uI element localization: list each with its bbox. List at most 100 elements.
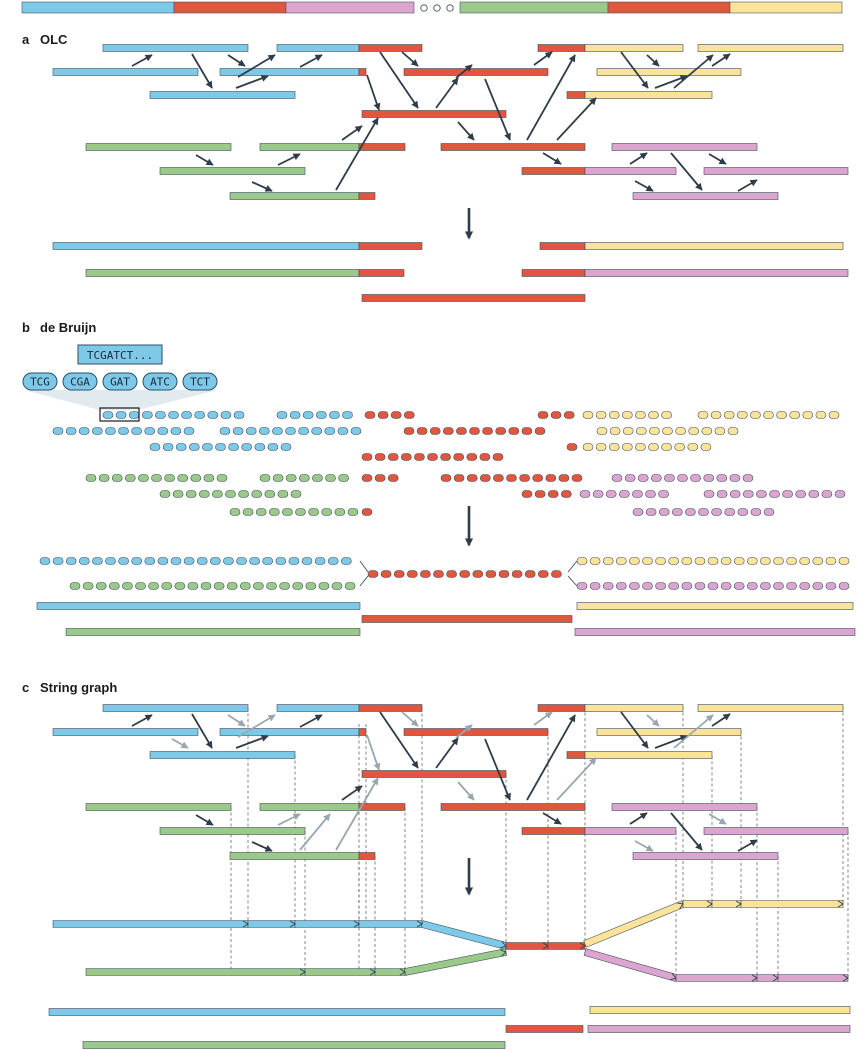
read-segment bbox=[52, 242, 360, 250]
kmer-pill bbox=[746, 557, 758, 565]
transitive-arrow bbox=[457, 781, 475, 801]
kmer-pill bbox=[776, 411, 787, 419]
edge-arrowhead bbox=[751, 974, 758, 982]
kmer-pill bbox=[828, 411, 840, 419]
kmer-pill bbox=[255, 508, 267, 516]
kmer-pill bbox=[547, 490, 559, 498]
transitive-arrow bbox=[171, 738, 189, 749]
kmer-pill bbox=[115, 411, 127, 419]
kmer-pill bbox=[746, 582, 758, 590]
overlap-arrow bbox=[708, 153, 727, 165]
kmer-pill bbox=[276, 411, 288, 419]
kmer-pill bbox=[267, 443, 279, 451]
kmer-pill bbox=[350, 427, 362, 435]
kmer-pill bbox=[225, 490, 236, 498]
kmer-pill bbox=[203, 474, 215, 482]
overlap-arrow bbox=[131, 714, 153, 727]
read-segment bbox=[584, 167, 677, 175]
kmer-pill bbox=[795, 490, 807, 498]
kmer-pill bbox=[592, 490, 604, 498]
kmer-pill bbox=[298, 474, 310, 482]
kmer-pill bbox=[361, 453, 373, 461]
overlap-arrow bbox=[299, 714, 323, 728]
kmer-pill bbox=[632, 508, 644, 516]
kmer-pill bbox=[576, 582, 588, 590]
kmer-pill bbox=[508, 427, 520, 435]
kmer-pill bbox=[190, 474, 202, 482]
overlap-arrow bbox=[484, 738, 511, 801]
read-segment bbox=[539, 242, 586, 250]
read-segment bbox=[632, 192, 779, 200]
kmer-pill bbox=[582, 411, 594, 419]
overlap-arrow bbox=[737, 839, 758, 852]
read-segment bbox=[85, 803, 232, 811]
kmer-pill bbox=[459, 570, 471, 578]
kmer-pill bbox=[262, 557, 274, 565]
kmer-pill bbox=[655, 582, 666, 590]
kmer-pill bbox=[808, 490, 820, 498]
kmer-pill bbox=[621, 411, 633, 419]
ellipsis-dots bbox=[420, 4, 454, 12]
kmer-pill bbox=[645, 490, 656, 498]
overlap-arrow bbox=[646, 54, 660, 67]
kmer-pill bbox=[280, 443, 292, 451]
kmer-pill bbox=[618, 490, 630, 498]
kmer-pill bbox=[521, 490, 533, 498]
ref-seg-red bbox=[173, 1, 287, 14]
kmer-pill bbox=[716, 474, 728, 482]
kmer-pill bbox=[213, 582, 225, 590]
kmer-pill bbox=[648, 411, 659, 419]
kmer-pill bbox=[337, 427, 349, 435]
kmer-pill bbox=[279, 582, 290, 590]
overlap-arrow bbox=[341, 785, 363, 801]
kmer-highlight-box bbox=[99, 407, 140, 422]
kmer-pill bbox=[170, 557, 182, 565]
kmer-pill bbox=[711, 508, 722, 516]
kmer-pill bbox=[168, 411, 179, 419]
kmer-pill bbox=[266, 582, 277, 590]
kmer-pill bbox=[138, 474, 149, 482]
transitive-arrow bbox=[335, 777, 379, 851]
kmer-pill bbox=[98, 474, 110, 482]
kmer-pill bbox=[763, 411, 774, 419]
kmer-pill bbox=[207, 411, 219, 419]
kmer-pill bbox=[149, 443, 161, 451]
kmer-pill bbox=[602, 557, 614, 565]
kmer-pill bbox=[377, 411, 389, 419]
overlap-arrow bbox=[542, 152, 562, 165]
overlap-arrow bbox=[654, 734, 688, 749]
kmer-pill bbox=[674, 443, 686, 451]
kmer-pill bbox=[698, 508, 709, 516]
panel-a-letter: a bbox=[22, 32, 30, 47]
kmer-pill bbox=[635, 411, 646, 419]
panel-a-title: OLC bbox=[40, 32, 68, 47]
kmer-pill bbox=[183, 557, 195, 565]
kmer-pill bbox=[387, 453, 399, 461]
overlap-arrow bbox=[191, 713, 213, 749]
kmer-pill bbox=[251, 490, 262, 498]
kmer-pill bbox=[65, 557, 77, 565]
kmer-pill bbox=[229, 508, 241, 516]
kmer-pill bbox=[39, 557, 51, 565]
overlap-arrow bbox=[620, 51, 649, 89]
kmer-pill bbox=[331, 582, 343, 590]
kmer-pill bbox=[285, 427, 296, 435]
kmer-pill bbox=[624, 474, 636, 482]
kmer-pill bbox=[111, 474, 123, 482]
kmer-pill bbox=[268, 508, 280, 516]
panel-a-heading: a OLC bbox=[22, 32, 68, 47]
graph-edge bbox=[85, 968, 306, 976]
kmer-pill bbox=[720, 582, 732, 590]
kmer-pill bbox=[466, 474, 478, 482]
panel-b-title: de Bruijn bbox=[40, 320, 96, 335]
transitive-arrow bbox=[533, 711, 553, 726]
transitive-arrow bbox=[299, 813, 331, 851]
read-segment bbox=[587, 1025, 851, 1033]
kmer-pill bbox=[782, 490, 793, 498]
kmer-illustration: TCGATCT... TCG CGA GAT ATC TCT bbox=[22, 344, 218, 410]
read-segment bbox=[697, 44, 844, 52]
kmer-pill bbox=[589, 557, 601, 565]
kmer-3-label: ATC bbox=[150, 376, 170, 389]
read-segment bbox=[403, 728, 549, 736]
